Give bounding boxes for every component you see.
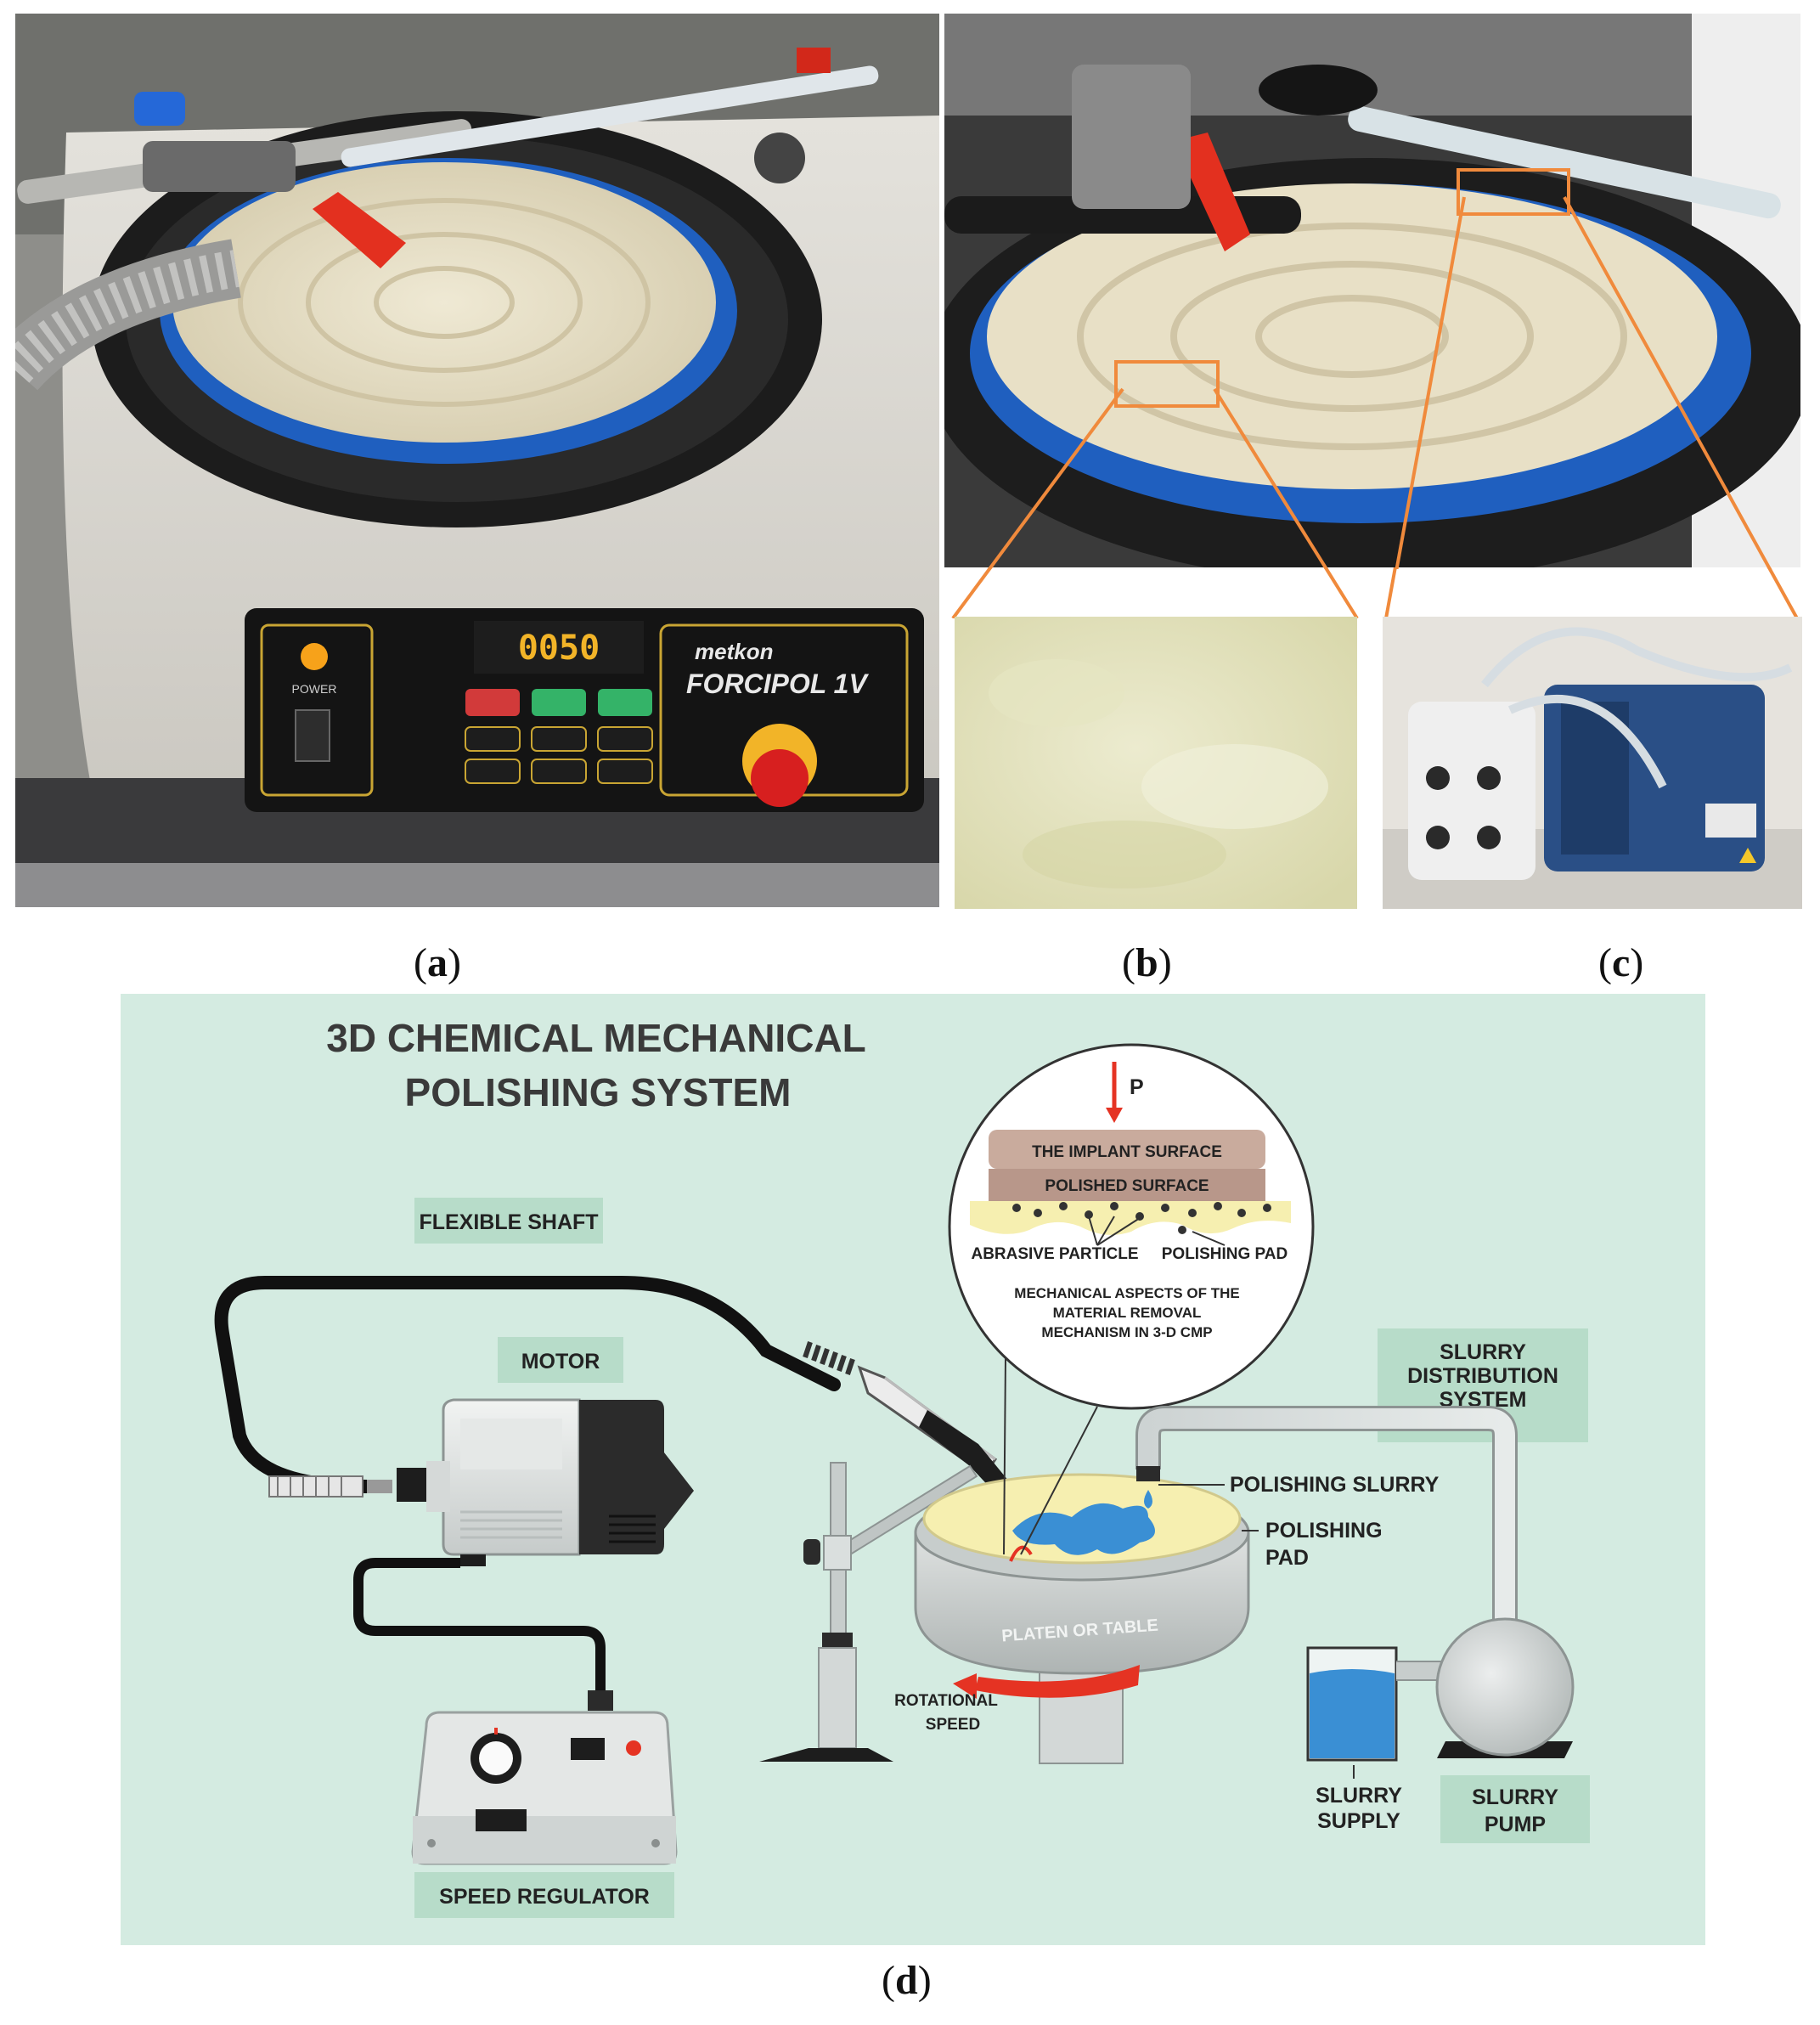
contact-marker xyxy=(1009,1545,1033,1562)
flexible-shaft-cable xyxy=(214,1276,841,1493)
speed-regulator-label: SPEED REGULATOR xyxy=(439,1885,650,1909)
slurry-drop xyxy=(1144,1490,1152,1509)
mechanical-aspects-line1: MECHANICAL ASPECTS OF THE xyxy=(1014,1285,1239,1301)
motor-tag xyxy=(498,1337,623,1383)
polished-surface-label: POLISHED SURFACE xyxy=(1045,1177,1209,1195)
caption-d: (d) xyxy=(882,1958,932,2003)
caption-c: (c) xyxy=(1598,940,1644,985)
rotational-speed-line2: SPEED xyxy=(926,1716,980,1734)
zoom-connectors-upper xyxy=(987,196,1772,569)
caption-a: (a) xyxy=(414,940,461,985)
slurry-pump-line1: SLURRY xyxy=(1472,1785,1558,1809)
slurry-pump-unit xyxy=(1435,1617,1575,1758)
diagram-title-line1: 3D CHEMICAL MECHANICAL xyxy=(326,1016,866,1060)
motor-label: MOTOR xyxy=(521,1350,600,1374)
rotational-speed-line1: ROTATIONAL xyxy=(894,1692,998,1710)
regulator-cable xyxy=(353,1558,606,1699)
polishing-pad-label-line1: POLISHING xyxy=(1265,1519,1383,1543)
polishing-pad-inset-label: POLISHING PAD xyxy=(1162,1245,1288,1263)
platen: PLATEN OR TABLE xyxy=(914,1473,1250,1675)
abrasive-particle-label: ABRASIVE PARTICLE xyxy=(971,1245,1138,1263)
flexible-shaft-tag xyxy=(414,1198,603,1244)
slurry-distribution-line1: SLURRY xyxy=(1440,1340,1526,1364)
zoom-connectors xyxy=(951,567,1799,618)
slurry-puddle xyxy=(1012,1503,1155,1555)
slurry-pump-line2: PUMP xyxy=(1485,1813,1546,1836)
motor-unit xyxy=(397,1398,694,1566)
polishing-pad-label-line2: PAD xyxy=(1265,1546,1309,1570)
brand-logo-text: metkon xyxy=(695,639,773,664)
photo-a-polishing-machine: POWER 0050 metkon FORCIPOL 1V xyxy=(15,14,939,907)
photo-c-slurry-pump xyxy=(1383,617,1802,909)
model-logo-text: FORCIPOL 1V xyxy=(686,668,869,699)
speed-regulator-unit xyxy=(411,1711,678,1865)
slurry-supply-container xyxy=(1306,1646,1446,1762)
polishing-slurry-label: POLISHING SLURRY xyxy=(1230,1473,1440,1497)
pressure-label: P xyxy=(1130,1075,1144,1099)
slurry-distribution-line2: DISTRIBUTION xyxy=(1407,1364,1558,1388)
slurry-supply-line2: SUPPLY xyxy=(1317,1809,1400,1833)
photo-b-felt-texture xyxy=(955,617,1357,909)
slurry-nozzle xyxy=(1136,1466,1160,1481)
speed-display: 0050 xyxy=(518,629,600,668)
handpiece-stand xyxy=(759,1462,978,1762)
diagram-title-line2: POLISHING SYSTEM xyxy=(405,1070,792,1114)
material-removal-inset: P THE IMPLANT SURFACE POLISHED SURFACE A… xyxy=(948,1043,1315,1555)
rotation-arrow xyxy=(975,1665,1140,1698)
mechanical-aspects-line2: MATERIAL REMOVAL xyxy=(1053,1305,1202,1321)
slurry-pump-tag xyxy=(1440,1775,1590,1843)
slurry-supply-line1: SLURRY xyxy=(1316,1784,1402,1808)
caption-b: (b) xyxy=(1122,940,1172,985)
mechanical-aspects-line3: MECHANISM IN 3-D CMP xyxy=(1041,1324,1212,1340)
photo-b-pad-closeup xyxy=(944,14,1800,567)
speed-regulator-tag xyxy=(414,1872,674,1918)
flexible-shaft-label: FLEXIBLE SHAFT xyxy=(419,1210,598,1234)
implant-surface-label: THE IMPLANT SURFACE xyxy=(1032,1143,1222,1161)
shaft-spring xyxy=(803,1341,855,1375)
cmp-system-diagram: 3D CHEMICAL MECHANICAL POLISHING SYSTEM … xyxy=(121,994,1705,1945)
power-label: POWER xyxy=(292,682,337,696)
motor-cable-spring xyxy=(268,1475,363,1498)
